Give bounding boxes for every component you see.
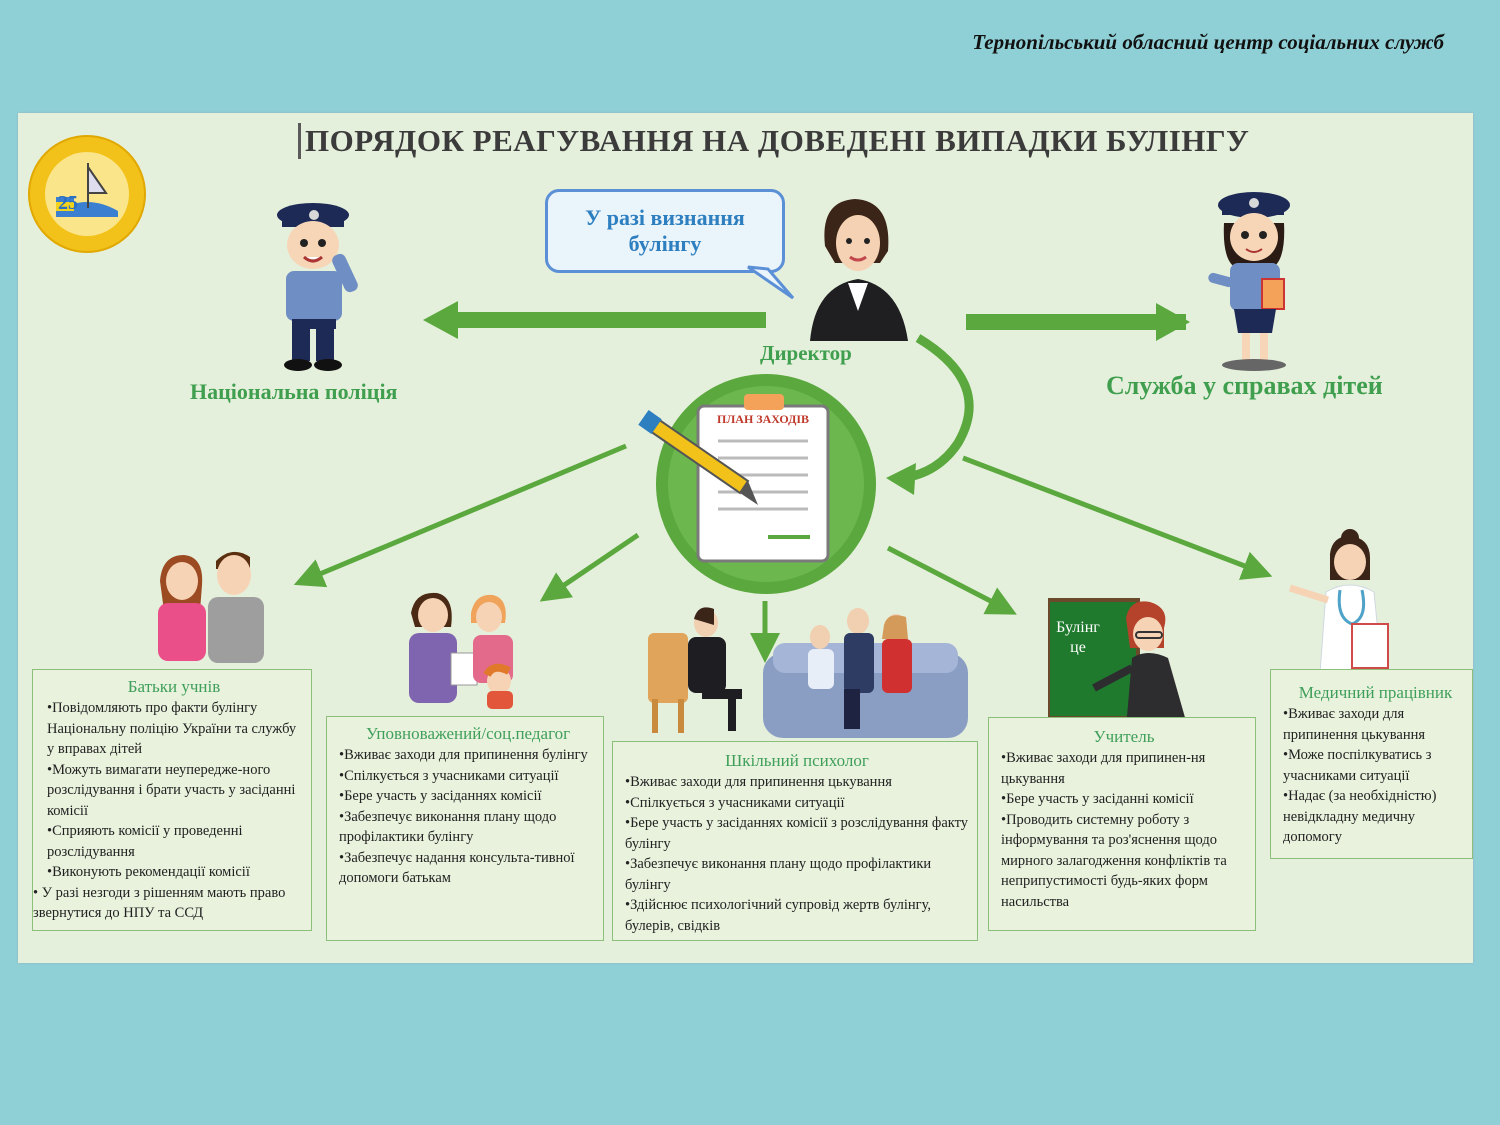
social-teacher-card: Уповноважений/соц.педагог •Вживає заходи… <box>326 716 604 941</box>
list-item: •Забезпечує виконання плану щодо профіла… <box>625 856 932 893</box>
action-plan-icon <box>638 374 876 594</box>
arrow-to-teacher <box>886 545 1017 615</box>
teacher-card-title: Учитель <box>1093 727 1155 746</box>
parents-card: Батьки учнів •Повідомляють про факти бул… <box>32 669 312 931</box>
psychologist-card-list: •Вживає заходи для припинення цькування … <box>625 772 969 936</box>
board-text-line1: Булінг <box>1056 619 1100 636</box>
list-item: •Бере участь у засіданнях комісії <box>339 788 542 804</box>
medic-card-title: Медичний працівник <box>1298 683 1453 702</box>
medic-figure <box>1288 529 1389 673</box>
list-item: •Сприяють комісії у проведенні розслідув… <box>47 823 243 860</box>
list-item: •Здійснює психологічний супровід жертв б… <box>625 897 931 934</box>
teacher-card-list: •Вживає заходи для припинен-ня цькування… <box>1001 748 1247 912</box>
list-item: •Вживає заходи для припинення цькування <box>1283 706 1426 743</box>
teacher-card: Учитель •Вживає заходи для припинен-ня ц… <box>988 717 1256 931</box>
organization-name: Тернопільський обласний центр соціальних… <box>972 30 1444 54</box>
list-item: •Спілкується з учасниками ситуації <box>339 767 559 784</box>
list-item: •Надає (за необхідністю) невідкладну мед… <box>1283 788 1437 845</box>
director-figure <box>810 199 908 341</box>
page-title: ПОРЯДОК РЕАГУВАННЯ НА ДОВЕДЕНІ ВИПАДКИ Б… <box>298 123 1249 159</box>
list-item: •Вживає заходи для припинен-ня цькування <box>1001 750 1206 787</box>
medic-card-list: •Вживає заходи для припинення цькування … <box>1283 704 1468 848</box>
social-teacher-card-list: •Вживає заходи для припинення булінгу •С… <box>339 745 597 889</box>
director-label: Директор <box>760 341 852 365</box>
plan-label: ПЛАН ЗАХОДІВ <box>717 412 809 426</box>
teacher-figure: Булінг це <box>1048 598 1188 728</box>
arrow-to-parents <box>293 443 627 588</box>
arrow-to-child-service <box>966 303 1190 341</box>
police-label: Національна поліція <box>190 379 398 404</box>
list-item: •Повідомляють про факти булінгу Націонал… <box>47 700 297 757</box>
police-officer-figure <box>277 203 358 371</box>
arrow-to-social-teacher <box>539 532 640 602</box>
list-item: •Забезпечує надання консульта-тивної доп… <box>339 849 575 887</box>
list-item: •Може поспілкуватись з учасниками ситуац… <box>1283 747 1432 784</box>
arrow-to-police <box>423 301 766 339</box>
medic-card: Медичний працівник •Вживає заходи для пр… <box>1270 669 1473 859</box>
parents-card-title: Батьки учнів <box>127 677 221 696</box>
list-item: •Забезпечує виконання плану щодо профіла… <box>339 808 557 846</box>
logo-number: 25 <box>58 192 78 214</box>
parents-card-list: •Повідомляють про факти булінгу Націонал… <box>33 698 307 924</box>
board-text-line2: це <box>1070 639 1086 656</box>
psychologist-card-title: Шкільний психолог <box>725 751 869 770</box>
arrow-to-medic <box>962 455 1273 580</box>
condition-bubble: У разі визнання булінгу <box>545 189 785 273</box>
infographic-panel: ПОРЯДОК РЕАГУВАННЯ НА ДОВЕДЕНІ ВИПАДКИ Б… <box>18 113 1473 963</box>
list-item: • У разі незгоди з рішенням мають право … <box>33 884 286 922</box>
list-item: •Виконують рекомендації комісії <box>47 864 250 880</box>
parents-figure <box>158 551 264 663</box>
list-item: •Спілкується з учасниками ситуації <box>625 794 845 811</box>
list-item: •Вживає заходи для припинення булінгу <box>339 747 588 763</box>
list-item: •Проводить системну роботу з інформуванн… <box>1001 811 1227 910</box>
school-logo: 25 <box>28 135 146 253</box>
flow-arrows: ПЛАН ЗАХОДІВ <box>293 301 1273 663</box>
list-item: •Бере участь у засіданнях комісії з розс… <box>625 815 969 852</box>
social-teacher-card-title: Уповноважений/соц.педагог <box>365 724 571 743</box>
list-item: •Можуть вимагати неупередже-ного розслід… <box>47 761 296 819</box>
social-teacher-figure <box>409 592 513 709</box>
psychologist-session-figure <box>648 607 968 738</box>
list-item: •Вживає заходи для припинення цькування <box>625 774 892 790</box>
child-service-label: Служба у справах дітей <box>1106 371 1383 400</box>
psychologist-card: Шкільний психолог •Вживає заходи для при… <box>612 741 978 941</box>
arrow-director-to-plan <box>902 334 974 483</box>
child-service-officer-figure <box>1208 192 1290 371</box>
bubble-tail <box>747 265 795 300</box>
list-item: •Бере участь у засіданні комісії <box>1001 791 1194 807</box>
